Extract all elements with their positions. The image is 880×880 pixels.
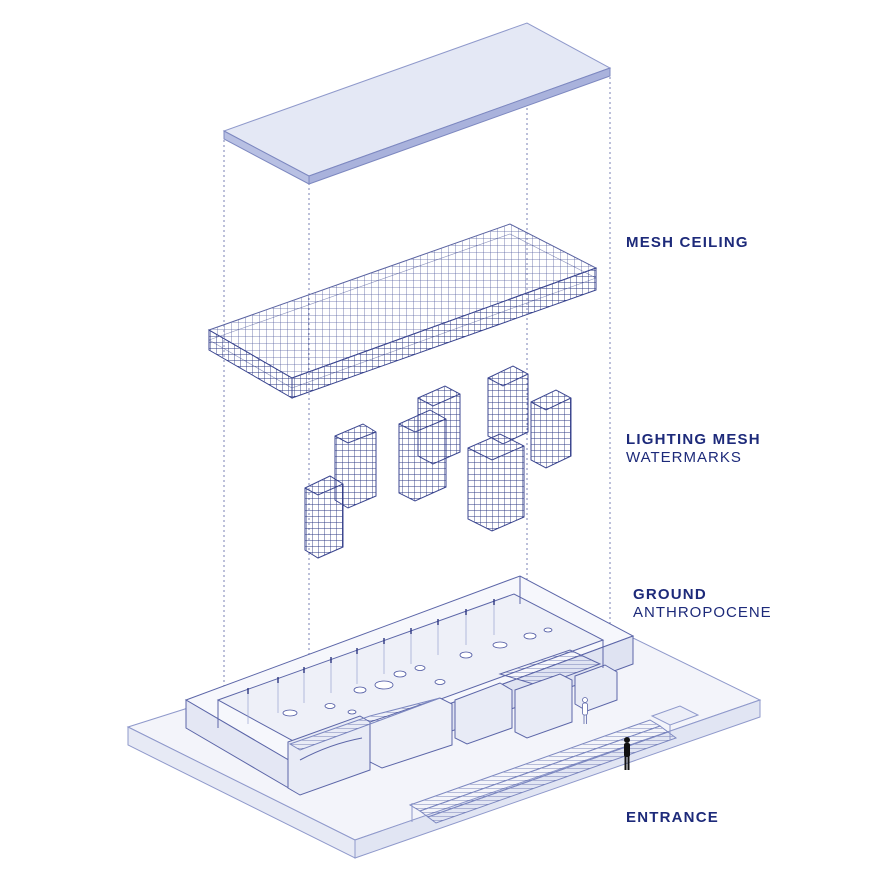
roof-slab <box>222 22 612 185</box>
lighting-mesh-subtitle: WATERMARKS <box>626 449 742 466</box>
label-ground: GROUND ANTHROPOCENE <box>633 587 772 620</box>
label-lighting-mesh: LIGHTING MESH WATERMARKS <box>626 432 761 465</box>
ground-title: GROUND <box>633 586 707 603</box>
mesh-ceiling <box>207 223 598 399</box>
ground-building <box>184 575 635 796</box>
label-entrance: ENTRANCE <box>626 810 719 825</box>
entrance-title: ENTRANCE <box>626 809 719 826</box>
lighting-mesh-blocks <box>304 365 572 559</box>
ghost-person-icon <box>582 697 588 724</box>
label-mesh-ceiling: MESH CEILING <box>626 235 749 250</box>
lighting-mesh-title: LIGHTING MESH <box>626 431 761 448</box>
ground-subtitle: ANTHROPOCENE <box>633 604 772 621</box>
standing-person-icon <box>624 737 630 770</box>
mesh-ceiling-title: MESH CEILING <box>626 234 749 251</box>
